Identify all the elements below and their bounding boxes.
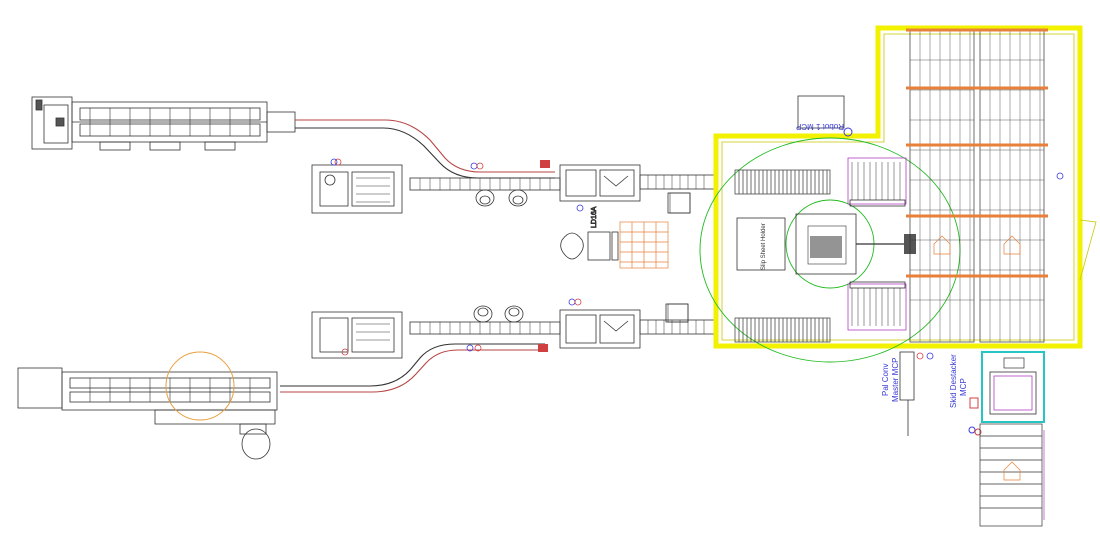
upper-straight-conveyor [409,160,561,207]
pal-conv-master-mcp: Pal Conv Master MCP [881,351,915,436]
lower-straight-conveyor [409,305,561,352]
robot-mcp-panel: Robot 1 MCP [796,95,853,137]
upper-curve-conveyor [295,119,555,179]
pallet-station-lower [847,281,907,331]
orange-grid-pallet [619,221,669,269]
infeed-conveyor-lower [734,317,831,343]
pallet-conveyor-lane-1 [909,29,975,343]
upper-case-erector [311,158,403,214]
infeed-conveyor-upper [734,169,831,195]
skid-destacker-label: Skid Destacker [949,354,958,408]
transfer-crossbars [906,28,1048,278]
robot-cell-fence-inner [721,33,1097,341]
upper-case-packer [559,164,716,214]
annotation-boxes [667,192,691,323]
pallet-station-upper [847,157,907,207]
robot-cell-fence [713,25,1083,349]
skid-destacker [968,351,1045,436]
pal-conv-label: Pal Conv [881,364,890,396]
lower-machine [17,351,278,460]
center-depalletizer: LD16A [560,206,619,261]
robot [795,213,916,275]
lower-case-packer [559,298,716,349]
skid-outfeed-conveyor [979,423,1045,527]
master-mcp-label: Master MCP [891,358,900,402]
slip-sheet-label: Slip Sheet Holder [761,223,767,270]
pallet-conveyor-markers [916,172,1064,360]
ld16-label: LD16A [591,206,598,228]
upper-machine [31,96,296,151]
slip-sheet-holder: Slip Sheet Holder [736,217,786,271]
skid-mcp-label: MCP [959,378,968,396]
skid-mcp-text: Skid Destacker MCP [949,354,968,408]
lower-curve-conveyor [280,343,545,393]
robot-mcp-label: Robot 1 MCP [796,122,844,131]
pallet-conveyor-lane-2 [979,29,1045,343]
lower-case-erector [311,311,403,359]
